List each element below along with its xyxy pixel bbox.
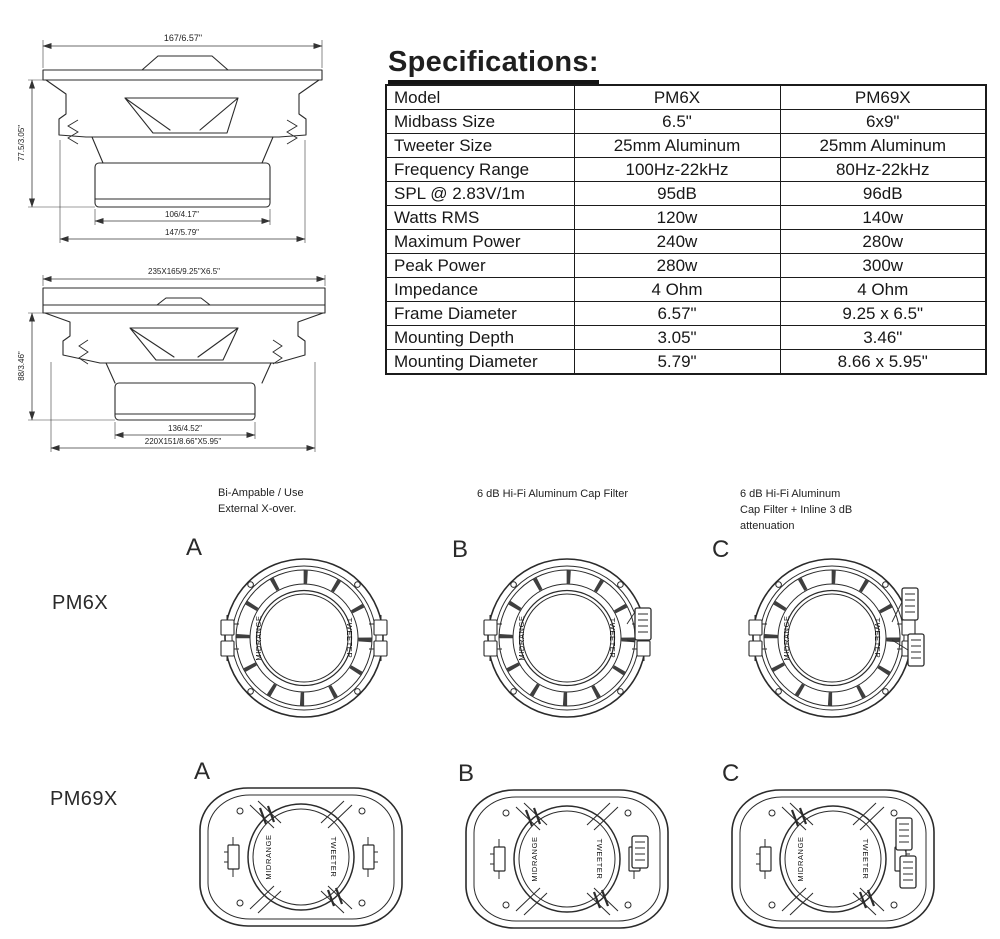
config-letter-b: B: [458, 760, 475, 787]
spec-value-pm6x: 6.57": [573, 301, 781, 326]
midrange-label: MIDRANGE: [517, 615, 526, 660]
midrange-label: MIDRANGE: [530, 836, 539, 881]
spec-label-cell: Tweeter Size: [385, 133, 575, 158]
table-row: Tweeter Size 25mm Aluminum 25mm Aluminum: [385, 133, 987, 158]
spec-label-cell: Mounting Diameter: [385, 349, 575, 375]
spec-label-cell: Peak Power: [385, 253, 575, 278]
table-row: Mounting Diameter 5.79" 8.66 x 5.95": [385, 349, 987, 375]
table-row: Mounting Depth 3.05" 3.46": [385, 325, 987, 350]
spec-value-pm6x: 240w: [573, 229, 781, 254]
spec-label-cell: Impedance: [385, 277, 575, 302]
tweeter-label: TWEETER: [595, 839, 604, 880]
spec-value-pm6x: 25mm Aluminum: [573, 133, 781, 158]
table-row: Maximum Power 240w 280w: [385, 229, 987, 254]
config-letter-c: C: [722, 760, 740, 787]
filter-capacitor-box: [895, 817, 913, 851]
spec-value-pm69x: 80Hz-22kHz: [779, 157, 987, 182]
spec-value-pm69x: 8.66 x 5.95": [779, 349, 987, 375]
spec-value-pm6x: 6.5": [573, 109, 781, 134]
table-row: Frame Diameter 6.57" 9.25 x 6.5": [385, 301, 987, 326]
model-label-pm6x: PM6X: [52, 592, 109, 614]
spec-label-cell: Midbass Size: [385, 109, 575, 134]
speaker-diagram-pm6x-a: MIDRANGE TWEETER: [212, 556, 447, 721]
speaker-diagram-pm6x-b: MIDRANGE TWEETER: [475, 556, 710, 721]
spec-value-pm69x: PM69X: [779, 84, 987, 110]
filter-capacitor-box: [634, 607, 652, 641]
spec-value-pm69x: 300w: [779, 253, 987, 278]
config-letter-a: A: [194, 758, 211, 785]
spec-value-pm69x: 6x9": [779, 109, 987, 134]
spec-value-pm69x: 9.25 x 6.5": [779, 301, 987, 326]
midrange-label: MIDRANGE: [782, 615, 791, 660]
dimension-label: 77.5/3.05": [17, 125, 26, 161]
table-row: Watts RMS 120w 140w: [385, 205, 987, 230]
side-view-pm6x-drawing: 167/6.57" 77.5/3.05" 106/4.17" 147/5.79": [17, 33, 323, 243]
spec-value-pm69x: 25mm Aluminum: [779, 133, 987, 158]
spec-value-pm6x: 100Hz-22kHz: [573, 157, 781, 182]
tweeter-label: TWEETER: [873, 618, 882, 659]
spec-value-pm69x: 3.46": [779, 325, 987, 350]
attenuator-box: [907, 633, 925, 667]
model-label-pm69x: PM69X: [50, 788, 118, 810]
speaker-diagram-pm69x-c: MIDRANGE TWEETER: [730, 788, 936, 930]
specifications-heading: Specifications:: [388, 46, 599, 85]
config-letter-a: A: [186, 534, 203, 561]
spec-value-pm6x: PM6X: [573, 84, 781, 110]
table-row: SPL @ 2.83V/1m 95dB 96dB: [385, 181, 987, 206]
spec-label-cell: SPL @ 2.83V/1m: [385, 181, 575, 206]
table-row: Peak Power 280w 300w: [385, 253, 987, 278]
spec-value-pm6x: 280w: [573, 253, 781, 278]
spec-value-pm6x: 4 Ohm: [573, 277, 781, 302]
spec-label-cell: Frame Diameter: [385, 301, 575, 326]
midrange-label: MIDRANGE: [796, 836, 805, 881]
attenuator-box: [899, 855, 917, 889]
filter-capacitor-box: [631, 835, 649, 869]
table-row: Frequency Range 100Hz-22kHz 80Hz-22kHz: [385, 157, 987, 182]
tweeter-label: TWEETER: [608, 618, 617, 659]
spec-value-pm69x: 140w: [779, 205, 987, 230]
speaker-diagram-pm69x-a: MIDRANGE TWEETER: [198, 786, 404, 928]
midrange-label: MIDRANGE: [264, 834, 273, 879]
spec-label-cell: Model: [385, 84, 575, 110]
dimension-label: 136/4.52": [168, 424, 202, 433]
tweeter-label: TWEETER: [329, 837, 338, 878]
speaker-diagram-pm69x-b: MIDRANGE TWEETER: [464, 788, 670, 930]
config-b-description: 6 dB Hi-Fi Aluminum Cap Filter: [477, 488, 628, 500]
dimension-label: 88/3.46": [17, 351, 26, 381]
spec-value-pm6x: 120w: [573, 205, 781, 230]
speaker-diagram-pm6x-c: MIDRANGE TWEETER: [740, 556, 925, 721]
table-row: Midbass Size 6.5" 6x9": [385, 109, 987, 134]
spec-value-pm6x: 95dB: [573, 181, 781, 206]
spec-label-cell: Mounting Depth: [385, 325, 575, 350]
specifications-table: Model PM6X PM69X Midbass Size 6.5" 6x9" …: [385, 84, 987, 375]
spec-value-pm69x: 96dB: [779, 181, 987, 206]
spec-value-pm69x: 280w: [779, 229, 987, 254]
filter-capacitor-box: [901, 587, 919, 621]
spec-value-pm6x: 5.79": [573, 349, 781, 375]
side-view-pm69x-drawing: 235X165/9.25"X6.5" 88/3.46" 136/4.52" 22…: [17, 267, 326, 452]
config-a-description: Bi-Ampable / Use External X-over.: [218, 487, 304, 515]
config-letter-b: B: [452, 536, 469, 563]
spec-value-pm6x: 3.05": [573, 325, 781, 350]
midrange-label: MIDRANGE: [254, 615, 263, 660]
tweeter-label: TWEETER: [345, 618, 354, 659]
filter-wire: [626, 611, 636, 643]
spec-label-cell: Frequency Range: [385, 157, 575, 182]
spec-label-cell: Maximum Power: [385, 229, 575, 254]
dimension-label: 106/4.17": [165, 210, 199, 219]
table-row: Model PM6X PM69X: [385, 84, 987, 110]
config-letter-c: C: [712, 536, 730, 563]
spec-value-pm69x: 4 Ohm: [779, 277, 987, 302]
tweeter-label: TWEETER: [861, 839, 870, 880]
dimension-label: 235X165/9.25"X6.5": [148, 267, 220, 276]
dimension-label: 220X151/8.66"X5.95": [145, 437, 222, 446]
dimension-label: 147/5.79": [165, 228, 199, 237]
config-c-description: 6 dB Hi-Fi Aluminum Cap Filter + Inline …: [740, 488, 853, 532]
dimension-label: 167/6.57": [164, 33, 202, 43]
filter-wire: [891, 601, 909, 651]
table-row: Impedance 4 Ohm 4 Ohm: [385, 277, 987, 302]
spec-label-cell: Watts RMS: [385, 205, 575, 230]
